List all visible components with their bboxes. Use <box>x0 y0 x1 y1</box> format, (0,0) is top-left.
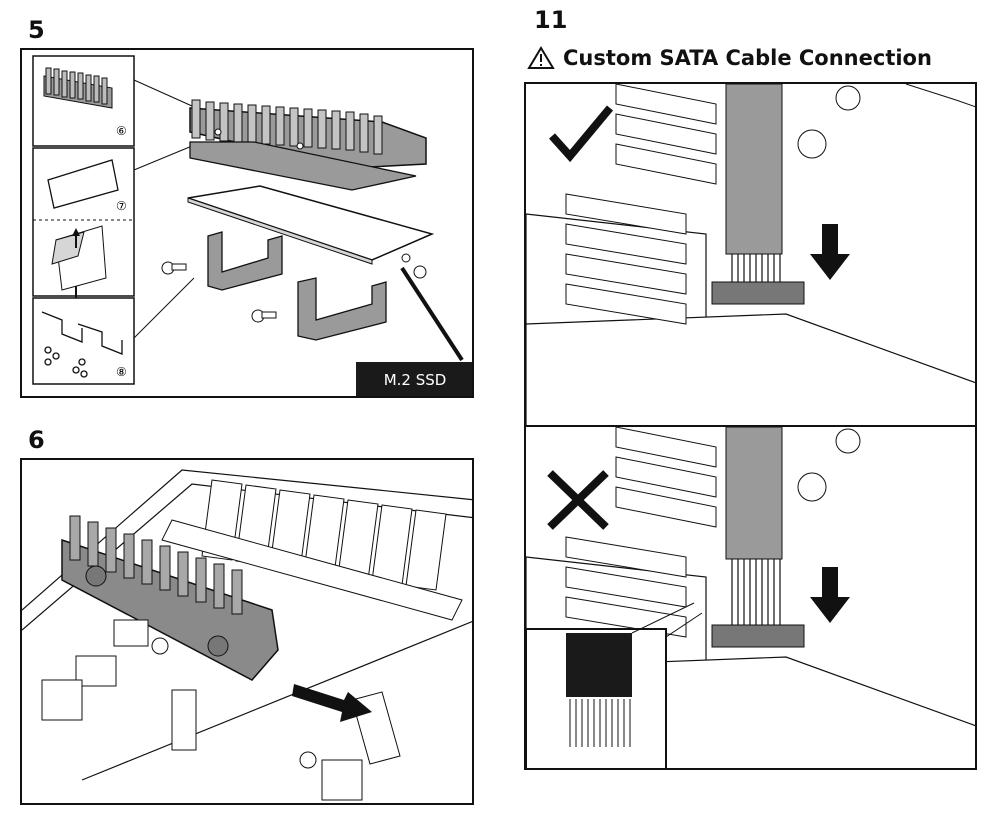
checkmark-icon <box>549 105 614 163</box>
wrong-connection-panel <box>524 425 977 770</box>
step-11-title-row: Custom SATA Cable Connection <box>527 46 932 70</box>
connector <box>711 281 805 305</box>
heatsink-exploded <box>189 99 427 169</box>
wrong-connection-diagram <box>526 427 975 768</box>
warning-triangle-icon <box>527 46 555 69</box>
step-5-diagram: ⑥ ⑦ ⑧ <box>32 55 464 385</box>
ssd-board <box>187 185 435 261</box>
down-arrow-icon <box>810 224 850 280</box>
step-5-panel: ⑥ ⑦ ⑧ <box>20 48 474 398</box>
thermal-pad-exploded <box>189 141 417 191</box>
heatsink-part-icon <box>43 67 113 109</box>
step-11-number: 11 <box>534 6 568 34</box>
step-6-panel <box>20 458 474 805</box>
thermal-pad-part-icon <box>47 159 119 209</box>
ribbon-cable <box>725 84 783 255</box>
cable-detail-inset <box>526 602 703 768</box>
ribbon-cable <box>725 427 783 560</box>
screws <box>161 261 427 323</box>
pad-peel-icon <box>51 225 107 298</box>
down-arrow-icon <box>810 567 850 623</box>
step-5-number: 5 <box>28 16 45 44</box>
installed-heatsink <box>61 515 279 681</box>
step-6-number: 6 <box>28 426 45 454</box>
connector <box>711 624 805 648</box>
part-8-label: ⑧ <box>116 365 127 379</box>
x-mark-icon <box>547 470 609 530</box>
part-7-label: ⑦ <box>116 199 127 213</box>
correct-connection-diagram <box>526 84 975 425</box>
step-6-diagram <box>22 469 472 801</box>
correct-connection-panel <box>524 82 977 427</box>
part-6-label: ⑥ <box>116 124 127 138</box>
step-11-title: Custom SATA Cable Connection <box>563 46 932 70</box>
bracket-parts-icon <box>41 311 123 378</box>
insertion-arrow-icon <box>292 684 372 722</box>
ssd-label: M.2 SSD <box>356 362 472 396</box>
mounting-brackets <box>207 231 387 341</box>
